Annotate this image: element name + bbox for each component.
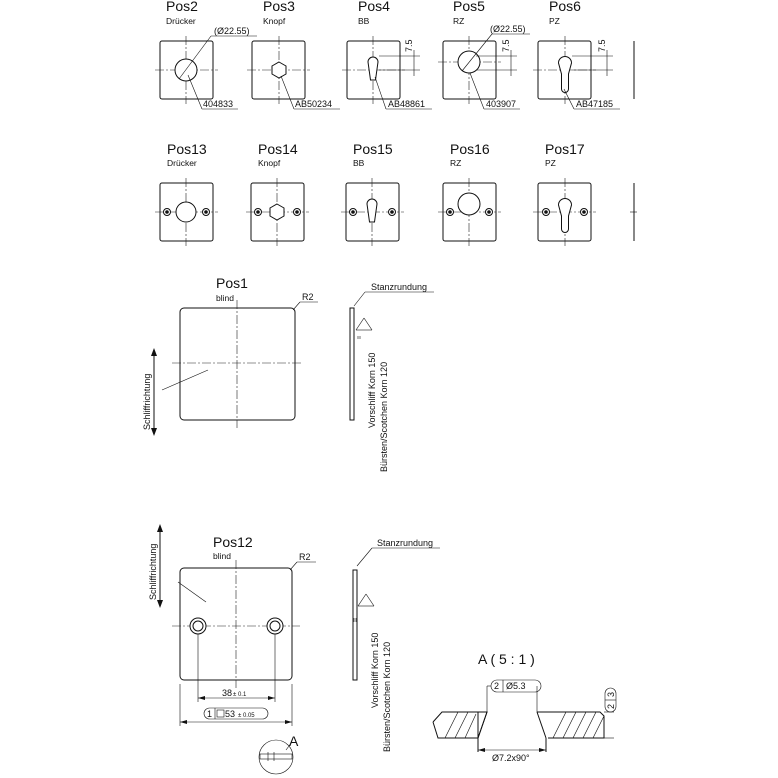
row2-pos15-sub: BB	[353, 158, 365, 168]
detail-title: A ( 5 : 1 )	[478, 651, 535, 667]
detail-thick-val: 2	[606, 704, 616, 709]
row2-pos13-sub: Drücker	[167, 158, 197, 168]
row1-pos4-dim: 7.5	[404, 39, 414, 52]
pos1-title: Pos1	[216, 275, 248, 291]
pos12-dim-flag: 1	[207, 709, 212, 719]
bb-keyhole	[367, 56, 379, 81]
row1-pos2-diameter: (Ø22.55)	[214, 26, 250, 36]
detail-a: A ( 5 : 1 ) 2 Ø5.3 3 2	[432, 651, 617, 763]
row1-pos2-title: Pos2	[166, 0, 198, 14]
row1-pos3: Pos3 Knopf AB50234	[247, 0, 340, 110]
pos12-grain: Schliffrichtung	[148, 544, 158, 600]
row1-pos5-sub: RZ	[453, 16, 464, 26]
pos12-drawing: Pos12 blind R2 Schliffrichtung 38 ± 0.1 …	[148, 524, 440, 775]
detail-hole-dia: Ø5.3	[506, 681, 526, 691]
pos12-sub: blind	[213, 551, 231, 561]
thickness-marker-pos12	[353, 618, 357, 622]
pos12-edge-note: Stanzrundung	[377, 538, 433, 548]
row1-pos6: Pos6 PZ 7.5 AB47185	[533, 0, 620, 110]
row2-pos14-title: Pos14	[258, 141, 298, 157]
pos12-dim-flag-box	[203, 707, 269, 720]
row1-pos6-part: AB47185	[576, 99, 613, 109]
detail-hole-flag: 2	[494, 681, 499, 691]
row1-pos3-part: AB50234	[295, 99, 332, 109]
square-symbol-icon	[216, 709, 225, 718]
pos12-title: Pos12	[213, 534, 253, 550]
row1-pos3-sub: Knopf	[263, 16, 286, 26]
pos12-dim-hole-tol: ± 0.1	[233, 692, 247, 698]
pos1-note1: Vorschliff Korn 150	[367, 353, 377, 428]
row2-pos15: Pos15 BB	[341, 141, 404, 246]
pos12-detail-marker: A	[289, 733, 299, 749]
knob-hole	[271, 61, 287, 79]
row2-pos17-sub: PZ	[545, 158, 556, 168]
pos12-dim-square: 53	[225, 709, 235, 719]
thickness-marker	[357, 336, 361, 339]
row1-pos2: Pos2 Drücker (Ø22.55) 404833	[155, 0, 257, 110]
row1-pos5-part: 403907	[486, 99, 516, 109]
row1-pos4-sub: BB	[358, 16, 370, 26]
plate-pos1	[179, 307, 296, 421]
pos12-radius: R2	[299, 552, 311, 562]
row2-pos17-title: Pos17	[545, 141, 585, 157]
row1-pos5: Pos5 RZ (Ø22.55) 7.5 403907	[438, 0, 530, 110]
pz-profile-hole	[557, 56, 573, 93]
pos12-note1: Vorschliff Korn 150	[370, 633, 380, 708]
row2-pos16-sub: RZ	[450, 158, 461, 168]
pos1-drawing: Pos1 blind R2 Schliffrichtung Stanzrundu…	[142, 275, 434, 472]
pos12-dim-hole: 38	[222, 688, 232, 698]
pos1-sub: blind	[216, 293, 234, 303]
row1-pos2-part: 404833	[203, 99, 233, 109]
row1-pos2-sub: Drücker	[166, 16, 196, 26]
pos12-side-section	[352, 569, 358, 681]
detail-countersink: Ø7.2x90°	[492, 753, 530, 763]
row2-pos13-title: Pos13	[167, 141, 207, 157]
pos12-dim-square-tol: ± 0.05	[238, 713, 255, 719]
pos1-edge-note: Stanzrundung	[371, 282, 427, 292]
row1-pos3-title: Pos3	[263, 0, 295, 14]
section-top-left	[432, 711, 487, 723]
row2-pos15-title: Pos15	[353, 141, 393, 157]
section-hatching	[444, 711, 605, 739]
row2-pos16: Pos16 RZ	[438, 141, 501, 246]
row1-pos6-sub: PZ	[549, 16, 560, 26]
pos1-note2: Bürsten/Scotchen Korn 120	[379, 362, 389, 472]
row1-pos6-title: Pos6	[549, 0, 581, 14]
detail-thick-flag: 3	[606, 692, 616, 697]
row1-pos5-dim: 7.5	[501, 39, 511, 52]
row1-pos5-diameter: (Ø22.55)	[490, 24, 526, 34]
row2-pos13: Pos13 Drücker	[155, 141, 218, 246]
row1-pos6-dim: 7.5	[597, 39, 607, 52]
pos1-radius: R2	[302, 292, 314, 302]
row1-pos5-title: Pos5	[453, 0, 485, 14]
pos12-note2: Bürsten/Scotchen Korn 120	[382, 642, 392, 752]
row1-pos4: Pos4 BB 7.5 AB48861	[342, 0, 432, 110]
row2-pos17: Pos17 PZ	[533, 141, 596, 246]
row1-pos4-part: AB48861	[388, 99, 425, 109]
row2-pos16-title: Pos16	[450, 141, 490, 157]
pos1-side-section	[349, 307, 355, 421]
row2-pos14: Pos14 Knopf	[246, 141, 309, 246]
detail-circle-a	[258, 739, 294, 775]
row1-pos4-title: Pos4	[358, 0, 390, 14]
row2-pos14-sub: Knopf	[258, 158, 281, 168]
pos1-grain: Schliffrichtung	[142, 374, 152, 430]
